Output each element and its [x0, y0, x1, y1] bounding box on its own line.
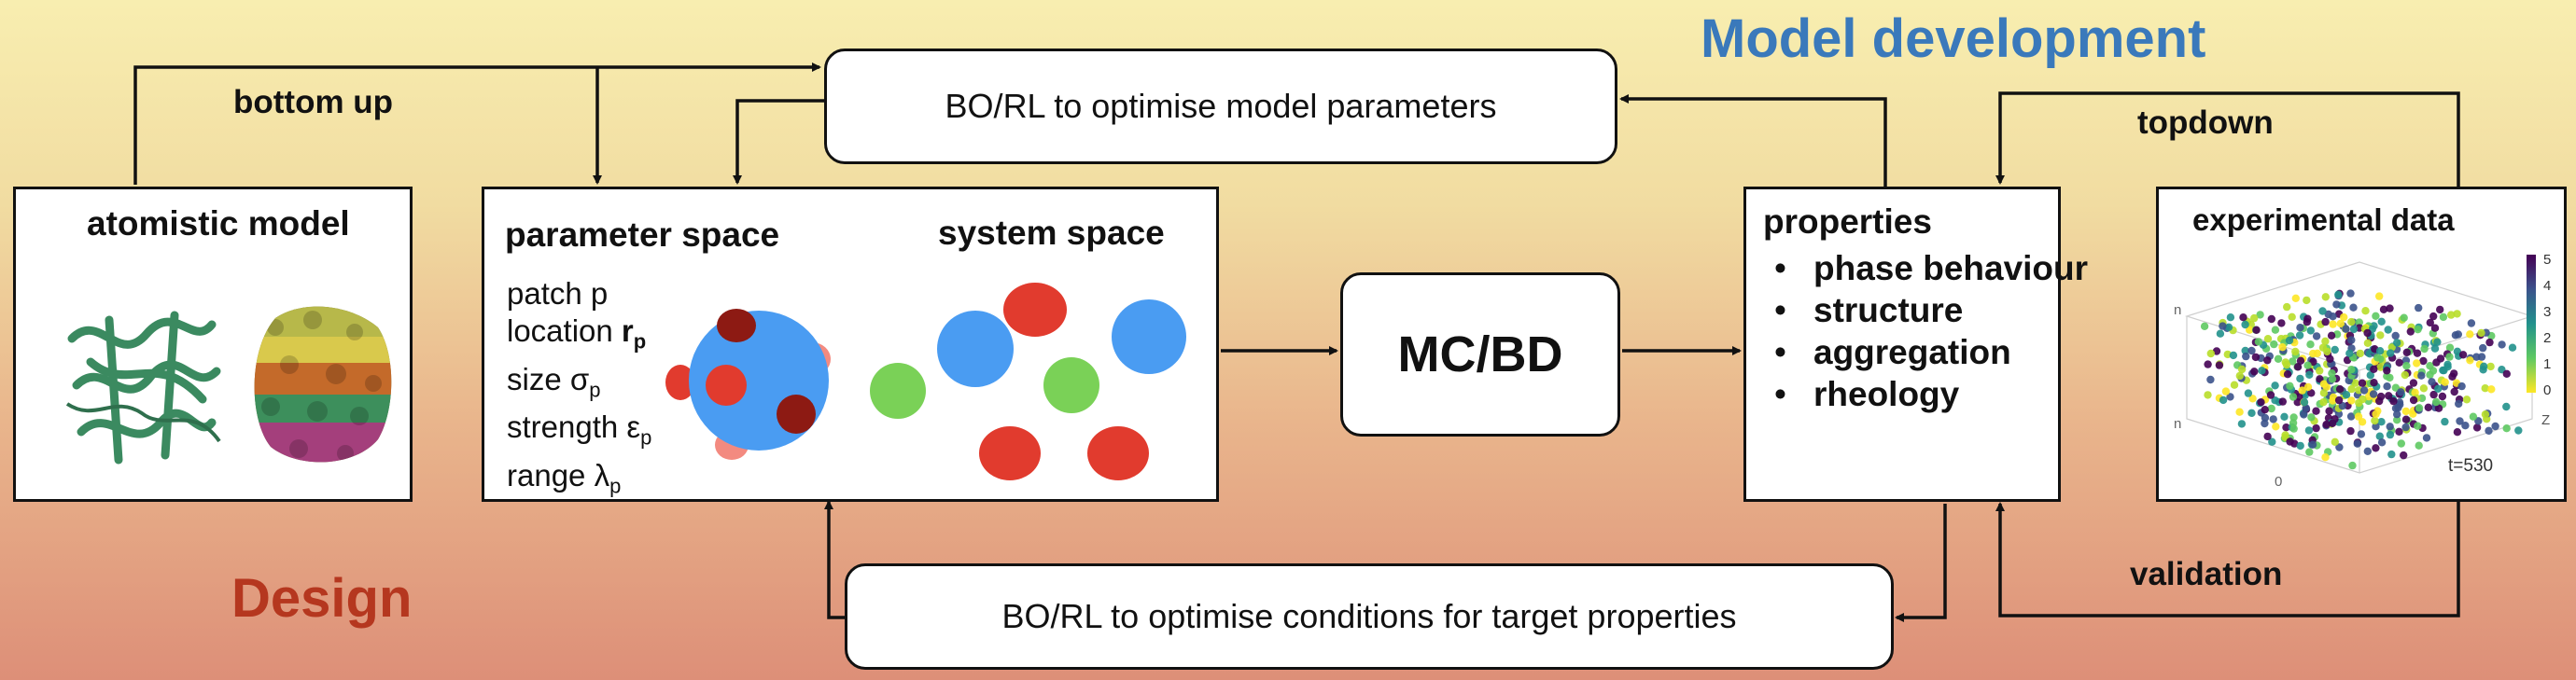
colorbar-tick: 3	[2543, 304, 2551, 320]
parameter-row: patch p	[507, 275, 651, 312]
time-label: t=530	[2448, 456, 2493, 476]
parameter-row-symbol: r	[621, 313, 634, 348]
scatter-points	[2200, 289, 2523, 470]
bo-model-parameters-node: BO/RL to optimise model parameters	[824, 49, 1617, 164]
property-item: aggregation	[1763, 331, 2093, 373]
bottom-up-label: bottom up	[233, 84, 394, 120]
property-item: rheology	[1763, 373, 2093, 415]
colorbar-tick: 0	[2543, 382, 2551, 398]
mcbd-label: MC/BD	[1397, 326, 1563, 382]
property-item: phase behaviour	[1763, 247, 2093, 289]
axis-label-z: Z	[2541, 412, 2550, 428]
properties-to-bo-conditions-arrow	[1895, 504, 1947, 622]
bo-model-to-param-arrow	[733, 99, 826, 185]
parameter-row-text: patch p	[507, 276, 609, 311]
validation-label: validation	[2130, 556, 2283, 592]
experimental-data-title: experimental data	[2192, 202, 2455, 237]
parameter-row-text: size	[507, 361, 570, 396]
colorbar-tick: 2	[2543, 330, 2551, 346]
parameter-row-subscript: p	[609, 474, 622, 498]
axis-tick: n	[2174, 416, 2181, 432]
model-development-title: Model development	[1701, 8, 2206, 69]
system-space-title: system space	[938, 214, 1165, 252]
parameter-space-title: parameter space	[505, 215, 780, 254]
validation-arrow	[1995, 502, 2460, 618]
topdown-arrow	[1995, 91, 2460, 187]
parameter-row-symbol: λ	[594, 457, 610, 493]
patch-dot	[777, 395, 816, 434]
colorbar-tick: 1	[2543, 356, 2551, 372]
topdown-label: topdown	[2137, 104, 2274, 141]
system-particle-red	[1003, 283, 1067, 337]
system-particle-green	[1043, 357, 1099, 413]
bo-model-parameters-label: BO/RL to optimise model parameters	[945, 87, 1497, 125]
axis-tick: 0	[2275, 474, 2282, 490]
properties-title: properties	[1763, 202, 1932, 241]
parameter-row-symbol: ε	[626, 409, 641, 445]
design-title: Design	[231, 568, 413, 629]
axis-tick: n	[2174, 302, 2181, 318]
parameter-row-subscript: p	[633, 329, 647, 354]
protein-ribbon-icon	[65, 311, 221, 465]
patch-dot	[717, 309, 756, 342]
parameter-row-subscript: p	[640, 425, 652, 450]
properties-to-bo-model-arrow	[1619, 94, 1887, 187]
mcbd-node: MC/BD	[1340, 272, 1620, 437]
bo-conditions-label: BO/RL to optimise conditions for target …	[1001, 597, 1737, 635]
colorbar-tick: 5	[2543, 252, 2551, 268]
protein-surface-icon	[254, 306, 392, 463]
parameter-row: location rp	[507, 312, 651, 361]
system-particle-blue	[937, 311, 1014, 387]
system-particle-green	[870, 363, 926, 419]
parameter-row: range λp	[507, 457, 651, 506]
parameter-row-text: location	[507, 313, 622, 348]
parameter-row: strength εp	[507, 409, 651, 457]
properties-box: properties phase behaviourstructureaggre…	[1743, 187, 2088, 502]
parameter-row: size σp	[507, 361, 651, 409]
bottom-up-arrow	[133, 62, 821, 185]
atomistic-model-box: atomistic model	[13, 187, 413, 502]
parameter-row-symbol: σ	[569, 361, 590, 396]
atomistic-model-title: atomistic model	[87, 204, 350, 243]
system-particle-red	[1087, 426, 1149, 480]
parameter-row-text: range	[507, 457, 595, 493]
bo-conditions-node: BO/RL to optimise conditions for target …	[845, 563, 1894, 670]
bo-conditions-to-param-arrow	[824, 500, 846, 619]
system-particle-red	[979, 426, 1041, 480]
parameter-row-subscript: p	[589, 378, 601, 402]
property-item: structure	[1763, 289, 2093, 331]
colorbar	[2527, 255, 2536, 393]
system-particle-blue	[1112, 299, 1186, 374]
colorbar-tick: 4	[2543, 278, 2551, 294]
parameter-row-text: strength	[507, 409, 627, 445]
properties-list: phase behaviourstructureaggregationrheol…	[1763, 247, 2093, 415]
patch-dot	[706, 365, 747, 406]
